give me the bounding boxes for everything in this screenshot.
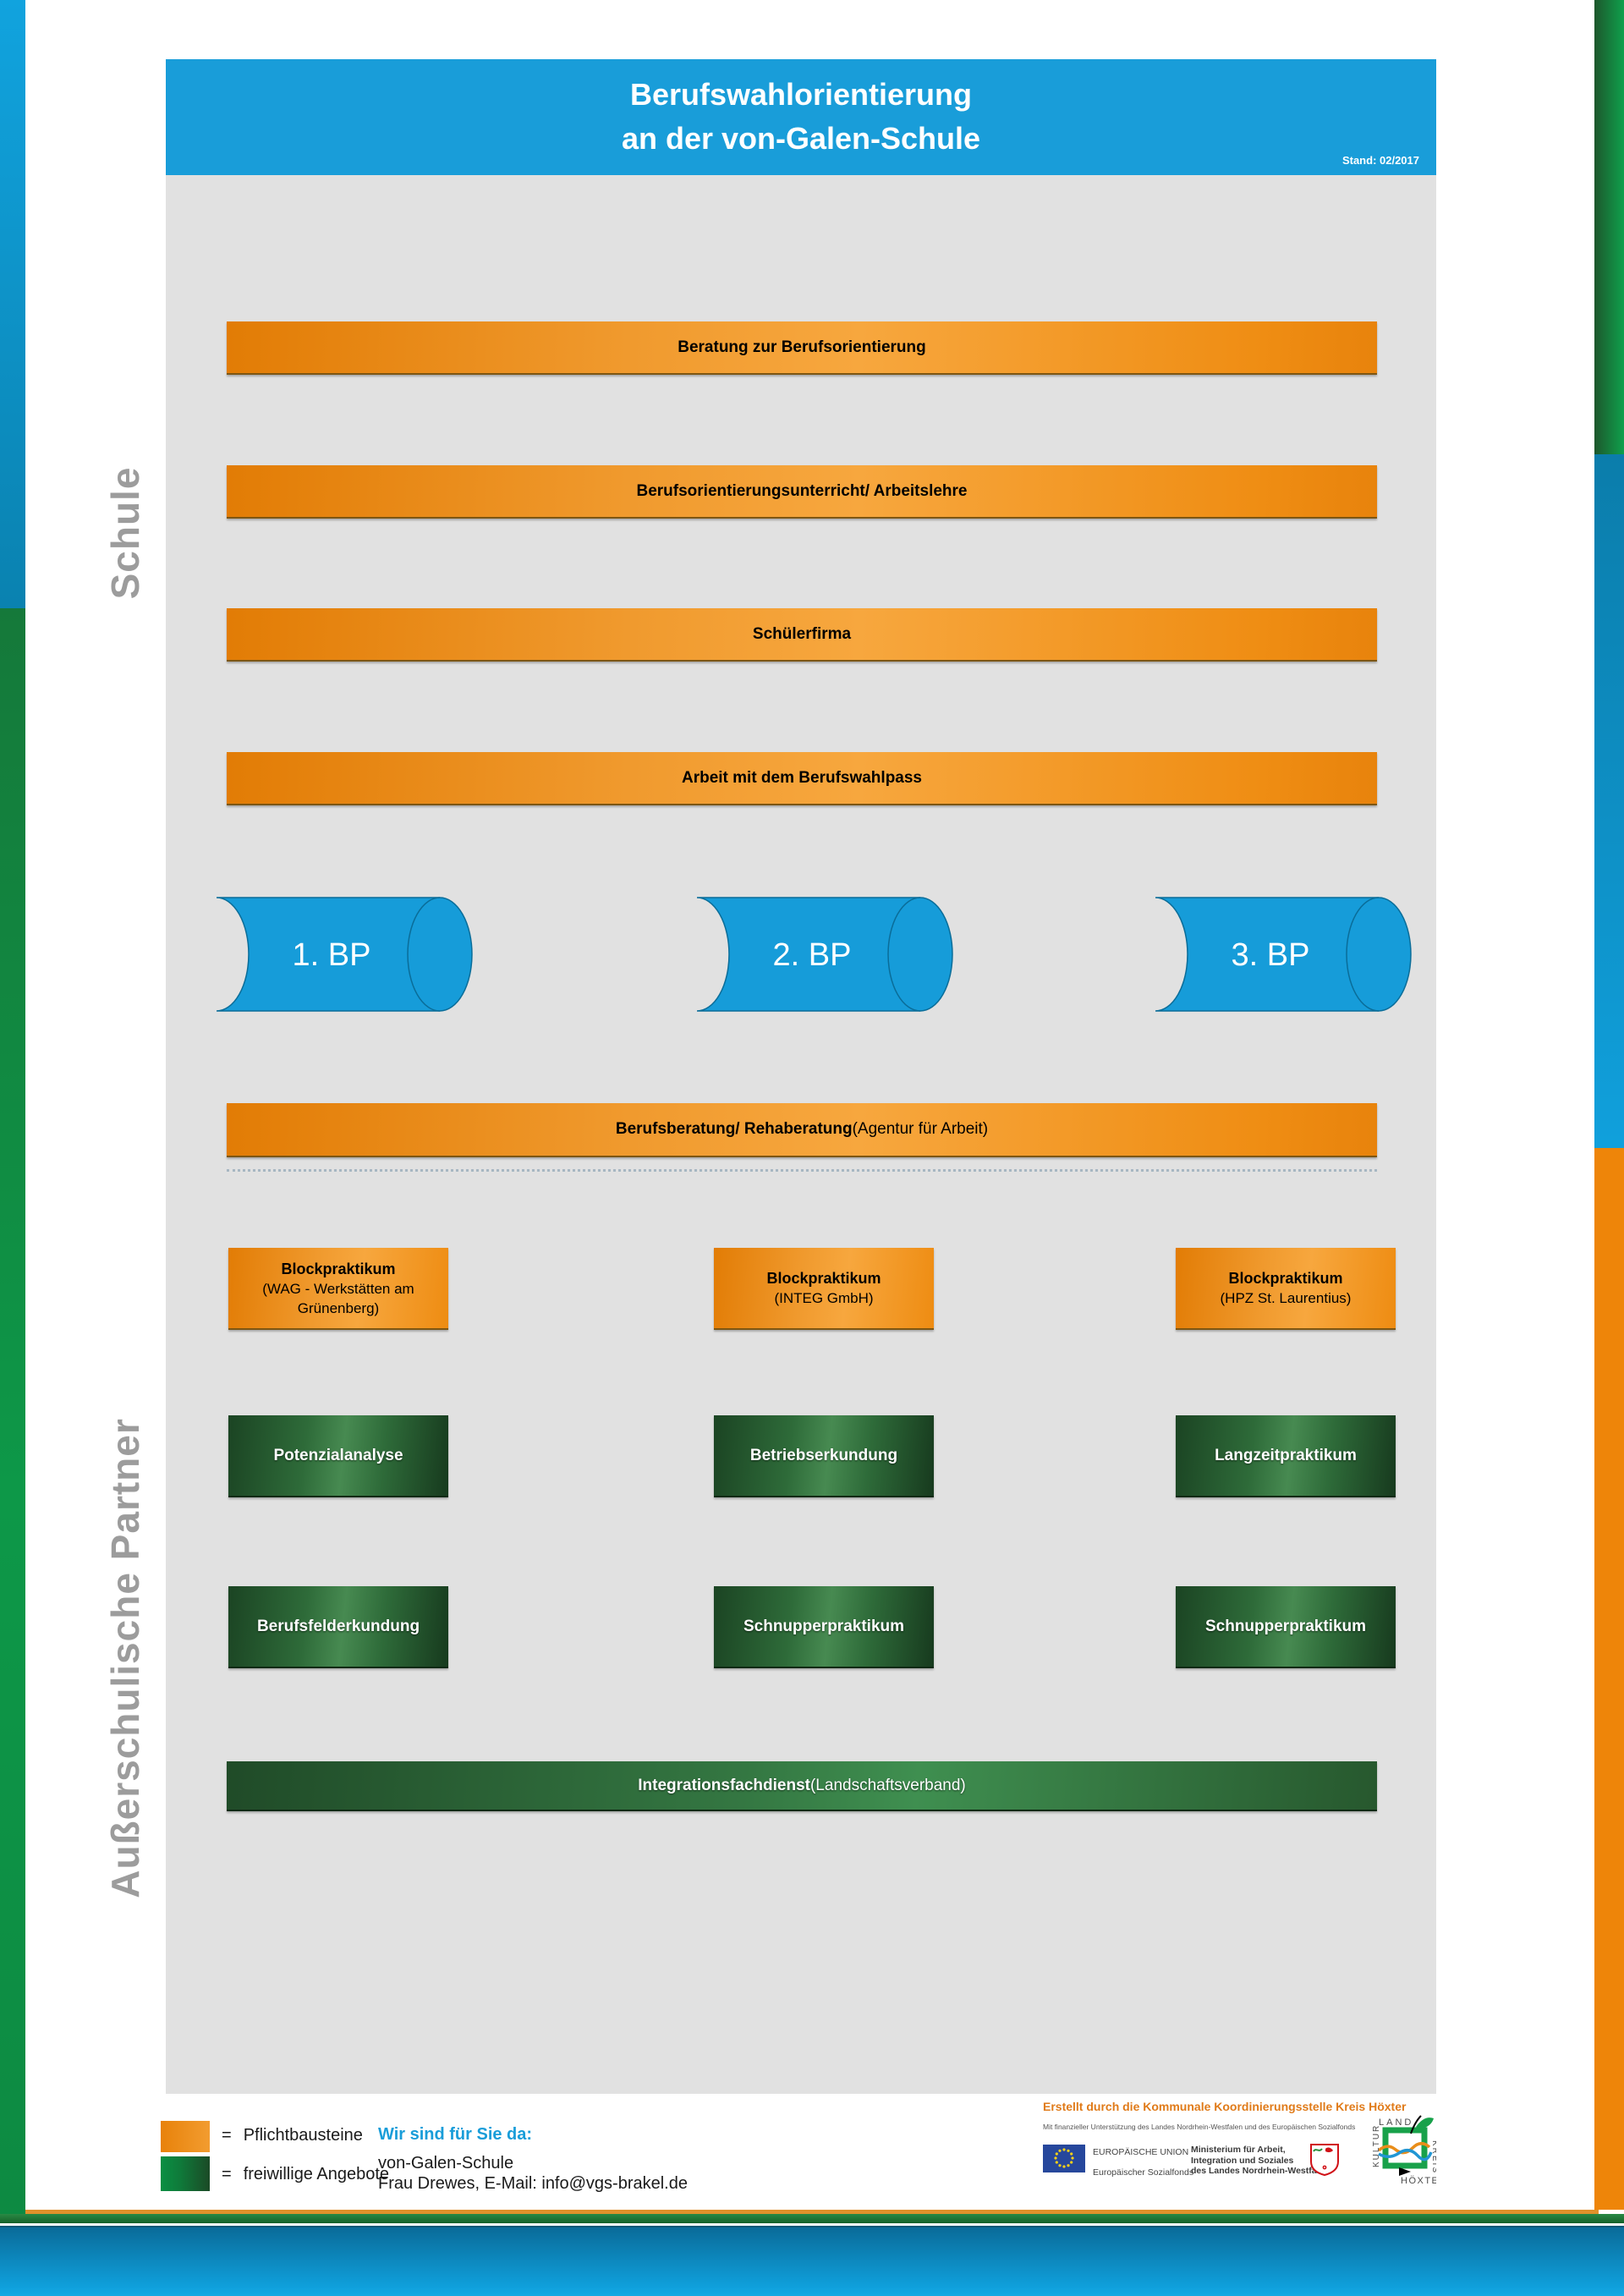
bar-berufsberatung: Berufsberatung/ Rehaberatung (Agentur fü… bbox=[227, 1103, 1377, 1157]
box-title: Blockpraktikum bbox=[1228, 1270, 1343, 1287]
cylinder-label: 3. BP bbox=[1232, 937, 1310, 973]
box-label: Berufsfelderkundung bbox=[256, 1617, 420, 1635]
contact-block: Wir sind für Sie da: von-Galen-Schule Fr… bbox=[378, 2125, 688, 2194]
eu-fund-label: Europäischer Sozialfonds bbox=[1093, 2167, 1194, 2178]
legend-swatch-voluntary bbox=[161, 2156, 210, 2191]
box-blockpraktikum-hpz: Blockpraktikum (HPZ St. Laurentius) bbox=[1176, 1248, 1396, 1330]
box-label: Potenzialanalyse bbox=[273, 1446, 403, 1464]
bottom-orange-line bbox=[25, 2210, 1599, 2214]
box-berufsfelderkundung: Berufsfelderkundung bbox=[228, 1586, 448, 1668]
legend-swatch-mandatory bbox=[161, 2121, 210, 2152]
header-banner: Berufswahlorientierung an der von-Galen-… bbox=[166, 59, 1436, 175]
bottom-blue-band bbox=[0, 2226, 1624, 2296]
equals-sign: = bbox=[222, 2126, 232, 2145]
cylinder-label: 1. BP bbox=[293, 937, 371, 973]
hoexter-logo-bottom: HÖXTER bbox=[1401, 2176, 1436, 2185]
eu-union-label: EUROPÄISCHE UNION bbox=[1093, 2147, 1189, 2157]
contact-school: von-Galen-Schule bbox=[378, 2154, 514, 2172]
bar-beratung-berufsorientierung: Beratung zur Berufsorientierung bbox=[227, 321, 1377, 375]
credits-subline: Mit finanzieller Unterstützung des Lande… bbox=[1043, 2123, 1356, 2131]
bar-label-bold: Integrationsfachdienst bbox=[638, 1776, 810, 1794]
right-edge-blue-strip bbox=[1594, 454, 1624, 1148]
bar-label: Schülerfirma bbox=[752, 624, 852, 643]
cylinder-2-bp: 2. BP bbox=[696, 897, 953, 1012]
box-label: Langzeitpraktikum bbox=[1215, 1446, 1357, 1464]
eu-flag-icon bbox=[1043, 2145, 1085, 2172]
box-title: Blockpraktikum bbox=[281, 1260, 396, 1277]
box-blockpraktikum-wag: Blockpraktikum (WAG - Werkstätten am Grü… bbox=[228, 1248, 448, 1330]
ministry-line2: Integration und Soziales bbox=[1191, 2155, 1294, 2166]
legend-voluntary: = freiwillige Angebote bbox=[222, 2165, 389, 2184]
legend-label: Pflichtbausteine bbox=[243, 2126, 363, 2145]
dotted-divider bbox=[227, 1169, 1377, 1172]
bar-label-rest: (Agentur für Arbeit) bbox=[852, 1120, 989, 1138]
credits-heading: Erstellt durch die Kommunale Koordinieru… bbox=[1043, 2100, 1407, 2113]
bar-label-bold: Berufsberatung/ Rehaberatung bbox=[615, 1120, 853, 1138]
poster-title-line1: Berufswahlorientierung bbox=[629, 77, 973, 112]
hoexter-logo-right: KREIS bbox=[1430, 2140, 1436, 2174]
contact-heading: Wir sind für Sie da: bbox=[378, 2125, 533, 2144]
box-blockpraktikum-integ: Blockpraktikum (INTEG GmbH) bbox=[714, 1248, 934, 1330]
bar-label: Beratung zur Berufsorientierung bbox=[678, 338, 926, 356]
ministry-line1: Ministerium für Arbeit, bbox=[1191, 2145, 1286, 2155]
box-label: Schnupperpraktikum bbox=[1204, 1617, 1367, 1635]
box-sub: (HPZ St. Laurentius) bbox=[1220, 1290, 1352, 1306]
box-sub: (WAG - Werkstätten am bbox=[262, 1280, 414, 1297]
section-label-schule: Schule bbox=[103, 466, 147, 600]
box-label: Schnupperpraktikum bbox=[743, 1617, 905, 1635]
box-sub: Grünenberg) bbox=[297, 1299, 380, 1316]
bar-label: Arbeit mit dem Berufswahlpass bbox=[681, 768, 923, 787]
box-schnupperpraktikum-1: Schnupperpraktikum bbox=[714, 1586, 934, 1668]
section-label-partners: Außerschulische Partner bbox=[103, 1418, 147, 1898]
bar-label-rest: (Landschaftsverband) bbox=[809, 1776, 966, 1794]
cylinder-3-bp: 3. BP bbox=[1155, 897, 1412, 1012]
bar-berufsorientierungsunterricht: Berufsorientierungsunterricht/ Arbeitsle… bbox=[227, 465, 1377, 519]
right-edge-orange-strip bbox=[1594, 1148, 1624, 2210]
poster-title-line2: an der von-Galen-Schule bbox=[621, 121, 981, 156]
kulturland-kreis-hoexter-logo: LAND KULTUR KREIS HÖXTER bbox=[1372, 2115, 1436, 2185]
left-edge-blue-strip bbox=[0, 0, 25, 608]
left-edge-green-strip bbox=[0, 608, 25, 2214]
right-edge-green-strip bbox=[1594, 0, 1624, 454]
cylinder-label: 2. BP bbox=[773, 937, 852, 973]
version-date: Stand: 02/2017 bbox=[1341, 154, 1419, 167]
bar-schuelerfirma: Schülerfirma bbox=[227, 608, 1377, 662]
box-schnupperpraktikum-2: Schnupperpraktikum bbox=[1176, 1586, 1396, 1668]
ministry-label: Ministerium für Arbeit, Integration und … bbox=[1191, 2145, 1330, 2177]
box-title: Blockpraktikum bbox=[766, 1270, 881, 1287]
bar-integrationsfachdienst: Integrationsfachdienst (Landschaftsverba… bbox=[227, 1761, 1377, 1811]
contact-email: Frau Drewes, E-Mail: info@vgs-brakel.de bbox=[378, 2174, 688, 2193]
box-label: Betriebserkundung bbox=[749, 1446, 898, 1464]
nrw-coat-of-arms-icon bbox=[1310, 2144, 1339, 2177]
equals-sign: = bbox=[222, 2165, 232, 2183]
hoexter-logo-top: LAND bbox=[1379, 2117, 1413, 2128]
box-betriebserkundung: Betriebserkundung bbox=[714, 1415, 934, 1497]
legend-mandatory: = Pflichtbausteine bbox=[222, 2126, 363, 2145]
box-potenzialanalyse: Potenzialanalyse bbox=[228, 1415, 448, 1497]
legend-label: freiwillige Angebote bbox=[243, 2165, 390, 2183]
ministry-line3: des Landes Nordrhein-Westfalen bbox=[1191, 2166, 1330, 2176]
bottom-green-band bbox=[0, 2214, 1624, 2223]
bar-berufswahlpass: Arbeit mit dem Berufswahlpass bbox=[227, 752, 1377, 805]
bar-label: Berufsorientierungsunterricht/ Arbeitsle… bbox=[636, 481, 968, 500]
box-sub: (INTEG GmbH) bbox=[774, 1290, 874, 1306]
hoexter-logo-left: KULTUR bbox=[1372, 2124, 1381, 2167]
box-langzeitpraktikum: Langzeitpraktikum bbox=[1176, 1415, 1396, 1497]
cylinder-1-bp: 1. BP bbox=[216, 897, 473, 1012]
poster-title: Berufswahlorientierung an der von-Galen-… bbox=[166, 59, 1436, 161]
